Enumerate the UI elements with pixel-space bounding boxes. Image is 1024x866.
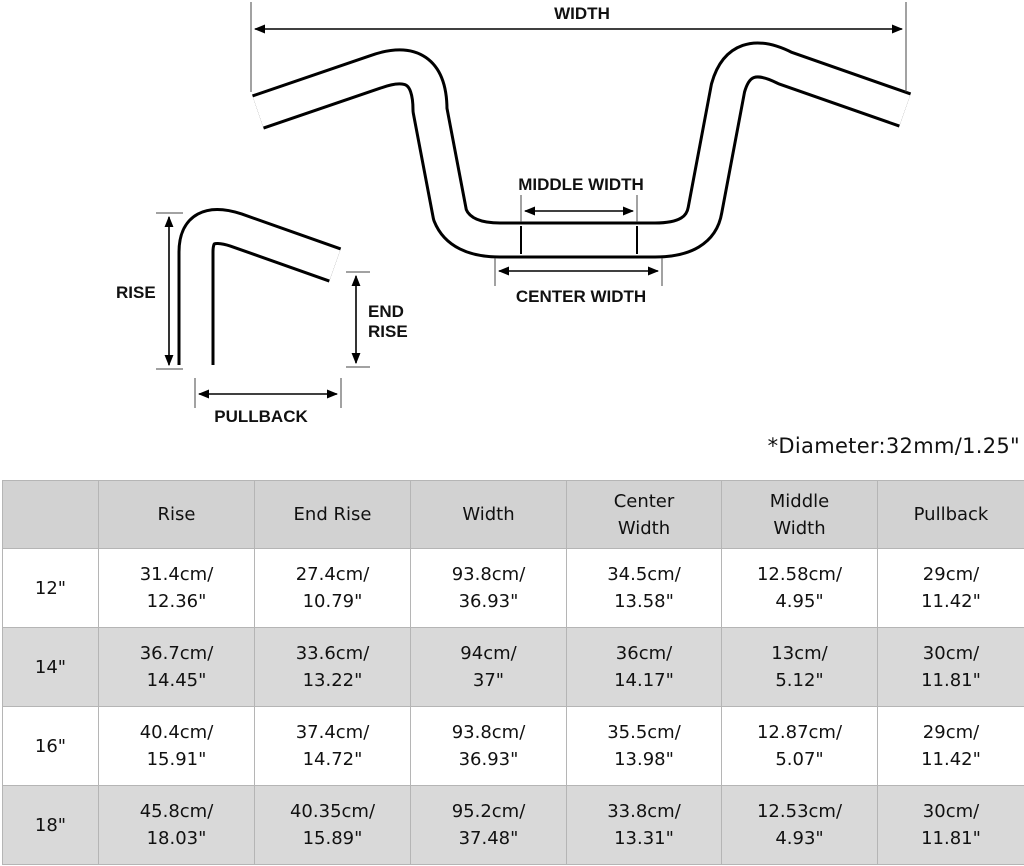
header-cell-rise: Rise bbox=[98, 480, 255, 549]
pullback-cell: 29cm/ 11.42" bbox=[877, 548, 1024, 628]
pullback-dimension: PULLBACK bbox=[194, 378, 342, 426]
middle-width-cell: 12.58cm/ 4.95" bbox=[721, 548, 878, 628]
middle-width-cell: 12.53cm/ 4.93" bbox=[721, 785, 878, 865]
middle-width-dimension: MIDDLE WIDTH bbox=[518, 175, 644, 222]
header-cell-middle-width: Middle Width bbox=[721, 480, 878, 549]
center-width-dimension: CENTER WIDTH bbox=[494, 258, 663, 306]
center-width-label: CENTER WIDTH bbox=[516, 287, 646, 306]
header-cell-pullback: Pullback bbox=[877, 480, 1024, 549]
header-cell-center-width: Center Width bbox=[566, 480, 722, 549]
table-row: 14" 36.7cm/ 14.45" 33.6cm/ 13.22" 94cm/ … bbox=[2, 627, 1024, 707]
handlebar-side-view bbox=[177, 208, 342, 365]
diameter-note: *Diameter:32mm/1.25" bbox=[767, 434, 1020, 458]
rise-label: RISE bbox=[116, 283, 156, 302]
handlebar-diagram: WIDTH MIDDLE WIDTH CENTER WIDTH RISE END… bbox=[116, 2, 912, 426]
end-rise-dimension: END RISE bbox=[346, 271, 408, 368]
center-width-cell: 34.5cm/ 13.58" bbox=[566, 548, 722, 628]
end-rise-label-line2: RISE bbox=[368, 322, 408, 341]
rise-cell: 40.4cm/ 15.91" bbox=[98, 706, 255, 786]
end-rise-cell: 27.4cm/ 10.79" bbox=[254, 548, 411, 628]
middle-width-label: MIDDLE WIDTH bbox=[518, 175, 644, 194]
middle-width-cell: 13cm/ 5.12" bbox=[721, 627, 878, 707]
rise-dimension: RISE bbox=[116, 212, 183, 370]
handlebar-front-view bbox=[252, 41, 912, 259]
end-rise-cell: 33.6cm/ 13.22" bbox=[254, 627, 411, 707]
width-cell: 94cm/ 37" bbox=[410, 627, 567, 707]
middle-width-cell: 12.87cm/ 5.07" bbox=[721, 706, 878, 786]
pullback-cell: 29cm/ 11.42" bbox=[877, 706, 1024, 786]
end-rise-cell: 37.4cm/ 14.72" bbox=[254, 706, 411, 786]
rise-cell: 36.7cm/ 14.45" bbox=[98, 627, 255, 707]
center-width-cell: 36cm/ 14.17" bbox=[566, 627, 722, 707]
pullback-cell: 30cm/ 11.81" bbox=[877, 627, 1024, 707]
rise-cell: 45.8cm/ 18.03" bbox=[98, 785, 255, 865]
size-cell: 14" bbox=[2, 627, 99, 707]
size-cell: 12" bbox=[2, 548, 99, 628]
width-dimension: WIDTH bbox=[250, 2, 907, 92]
rise-cell: 31.4cm/ 12.36" bbox=[98, 548, 255, 628]
size-chart-table: Rise End Rise Width Center Width Middle … bbox=[2, 480, 1024, 865]
header-cell-width: Width bbox=[410, 480, 567, 549]
table-header-row: Rise End Rise Width Center Width Middle … bbox=[2, 480, 1024, 549]
table-row: 18" 45.8cm/ 18.03" 40.35cm/ 15.89" 95.2c… bbox=[2, 785, 1024, 865]
header-cell-size bbox=[2, 480, 99, 549]
size-cell: 18" bbox=[2, 785, 99, 865]
table-row: 16" 40.4cm/ 15.91" 37.4cm/ 14.72" 93.8cm… bbox=[2, 706, 1024, 786]
width-cell: 95.2cm/ 37.48" bbox=[410, 785, 567, 865]
pullback-label: PULLBACK bbox=[214, 407, 308, 426]
table-row: 12" 31.4cm/ 12.36" 27.4cm/ 10.79" 93.8cm… bbox=[2, 548, 1024, 628]
center-width-cell: 35.5cm/ 13.98" bbox=[566, 706, 722, 786]
end-rise-label-line1: END bbox=[368, 302, 404, 321]
size-cell: 16" bbox=[2, 706, 99, 786]
header-cell-end-rise: End Rise bbox=[254, 480, 411, 549]
width-cell: 93.8cm/ 36.93" bbox=[410, 706, 567, 786]
width-cell: 93.8cm/ 36.93" bbox=[410, 548, 567, 628]
width-label: WIDTH bbox=[554, 4, 610, 23]
end-rise-cell: 40.35cm/ 15.89" bbox=[254, 785, 411, 865]
pullback-cell: 30cm/ 11.81" bbox=[877, 785, 1024, 865]
center-width-cell: 33.8cm/ 13.31" bbox=[566, 785, 722, 865]
